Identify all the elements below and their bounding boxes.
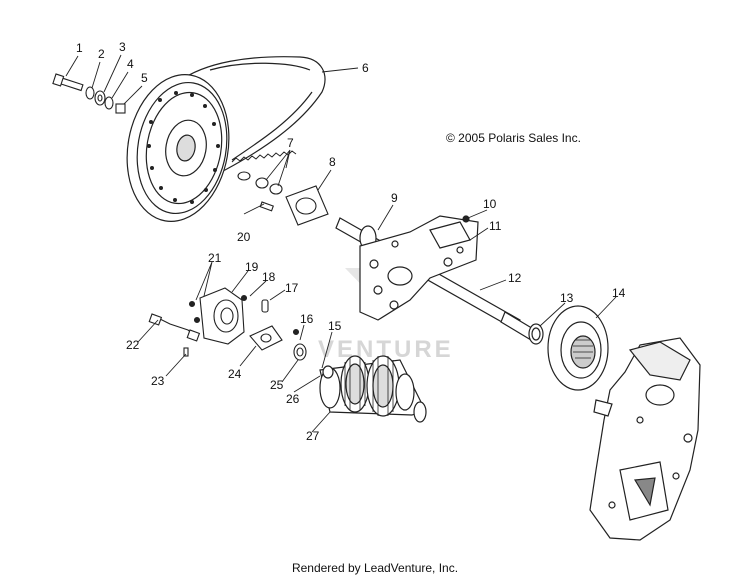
callout-8: 8 [329,155,336,169]
jackshaft-and-bracket [335,215,536,341]
callout-6: 6 [362,61,369,75]
callout-17: 17 [285,281,299,295]
footer-credit: Rendered by LeadVenture, Inc. [291,561,459,575]
callout-15: 15 [328,319,342,333]
callout-26: 26 [286,392,300,406]
callout-14: 14 [612,286,626,300]
callout-1: 1 [76,41,83,55]
callout-4: 4 [127,57,134,71]
callout-20: 20 [237,230,251,244]
driven-pulley [528,305,609,391]
bolt-washer-stack [52,73,126,114]
callout-numbers: 1 2 3 4 5 6 7 8 9 10 11 12 13 14 15 16 1… [76,40,626,443]
callout-10: 10 [483,197,497,211]
callout-9: 9 [391,191,398,205]
callout-16: 16 [300,312,314,326]
callout-21: 21 [208,251,222,265]
gear-cluster [319,355,427,423]
callout-12: 12 [508,271,522,285]
transmission-case [589,337,701,541]
callout-18: 18 [262,270,276,284]
callout-3: 3 [119,40,126,54]
callout-22: 22 [126,338,140,352]
belt-drive-clutch-assembly [126,56,326,222]
washers-and-bearing-plate [237,171,329,226]
callout-5: 5 [141,71,148,85]
leader-lines [65,54,617,433]
callout-13: 13 [560,291,574,305]
callout-23: 23 [151,374,165,388]
sensor-plate-assembly [188,287,283,351]
speed-sensor [148,313,201,357]
copyright-notice: © 2005 Polaris Sales Inc. [446,131,581,145]
callout-24: 24 [228,367,242,381]
callout-7: 7 [287,136,294,150]
callout-19: 19 [245,260,259,274]
callout-11: 11 [489,219,502,233]
callout-25: 25 [270,378,284,392]
callout-27: 27 [306,429,320,443]
callout-2: 2 [98,47,105,61]
bearing-and-seal [292,328,307,361]
